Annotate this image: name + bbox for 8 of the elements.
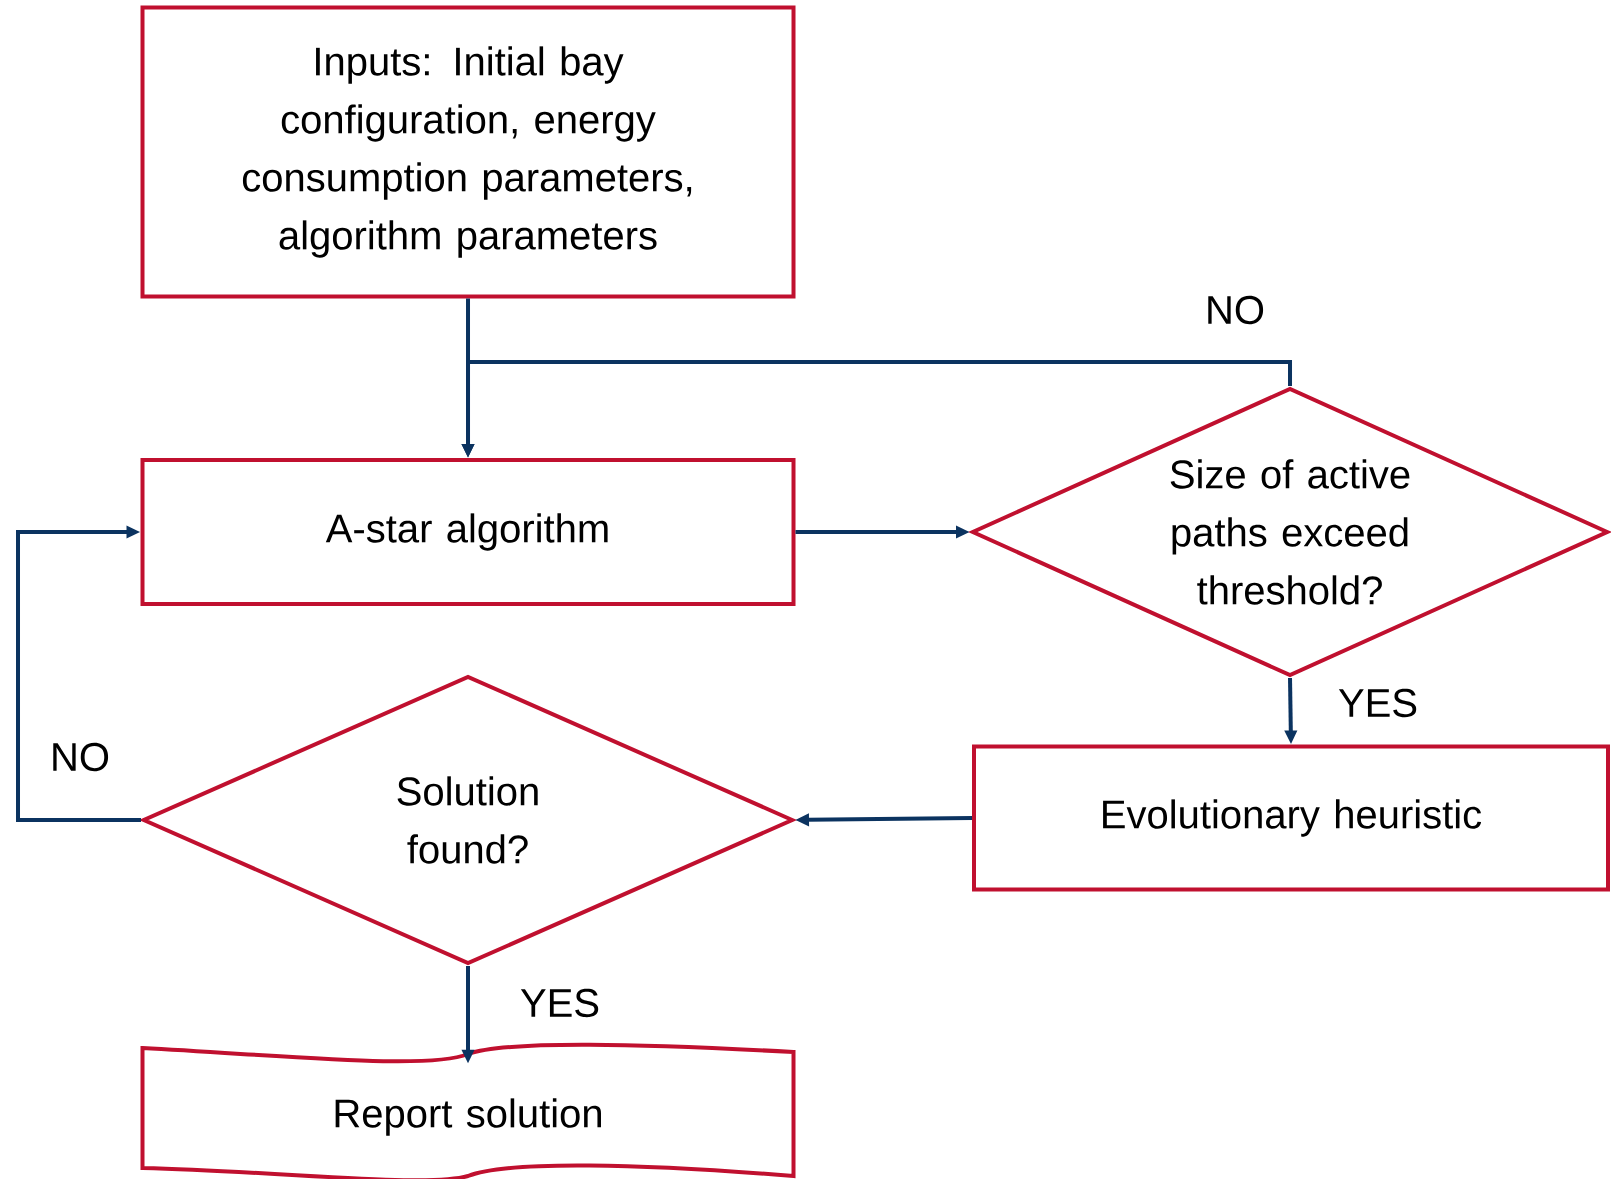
edge-label: NO	[1203, 293, 1267, 327]
process-box: Evolutionary heuristic	[972, 744, 1610, 892]
edge-label: YES	[518, 986, 603, 1020]
arrow	[16, 525, 141, 822]
edge-label: YES	[1336, 686, 1421, 720]
edge-label: NO	[48, 740, 112, 774]
process-box: A-star algorithm	[140, 458, 796, 606]
process-box: Inputs: Initial bay configuration, energy consumption parameters, algorithm parameters	[140, 5, 796, 299]
